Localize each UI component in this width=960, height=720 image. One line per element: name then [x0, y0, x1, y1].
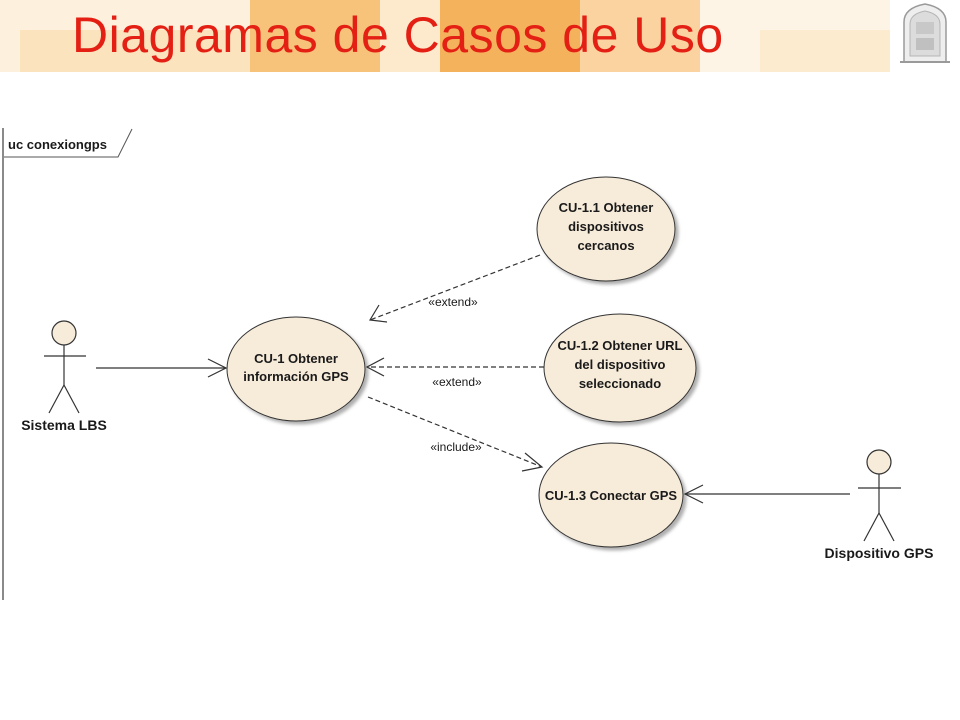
page-title: Diagramas de Casos de Uso	[72, 7, 724, 63]
use-case-label: CU-1 Obtener	[254, 351, 338, 366]
extend-relation-cu-1-2: «extend»	[365, 357, 544, 389]
include-relation-cu-1-3: «include»	[367, 396, 544, 472]
frame-title: uc conexiongps	[8, 137, 107, 152]
use-case-cu-1-1	[536, 176, 676, 282]
use-case-cu-1-2	[543, 313, 697, 423]
header-banner	[0, 0, 960, 72]
actor-head	[51, 320, 77, 346]
use-case-label: CU-1.3 Conectar GPS	[545, 488, 678, 503]
frame-tab: uc conexiongps	[4, 128, 133, 158]
use-case-label: CU-1.1 Obtener	[559, 200, 654, 215]
banner-block	[440, 0, 580, 72]
use-case-label: cercanos	[577, 238, 634, 253]
actor-label: Dispositivo GPS	[825, 545, 934, 561]
relation-label: «extend»	[432, 375, 482, 389]
use-case-label: información GPS	[243, 369, 349, 384]
actor-dispositivo-gps: Dispositivo GPS	[825, 449, 934, 561]
use-case-label: seleccionado	[579, 376, 661, 391]
actor-sistema-lbs: Sistema LBS	[21, 320, 107, 433]
association-dispositivo-gps	[683, 484, 850, 504]
use-case-label: CU-1.2 Obtener URL	[558, 338, 683, 353]
actor-head	[866, 449, 892, 475]
diagram-frame	[2, 128, 960, 600]
use-case-cu-1	[226, 316, 366, 422]
banner-block	[760, 30, 890, 72]
banner-block	[20, 30, 250, 72]
relation-label: «extend»	[428, 295, 478, 309]
banner-block	[580, 0, 700, 72]
banner-block	[380, 0, 440, 72]
use-case-label: del dispositivo	[574, 357, 665, 372]
extend-relation-cu-1-1: «extend»	[369, 254, 541, 323]
use-case-cu-1-3	[538, 442, 684, 548]
association-sistema-lbs	[96, 358, 228, 378]
use-case-label: dispositivos	[568, 219, 644, 234]
relation-label: «include»	[430, 440, 482, 454]
institution-logo	[900, 3, 950, 63]
actor-label: Sistema LBS	[21, 417, 107, 433]
banner-block	[250, 0, 380, 72]
